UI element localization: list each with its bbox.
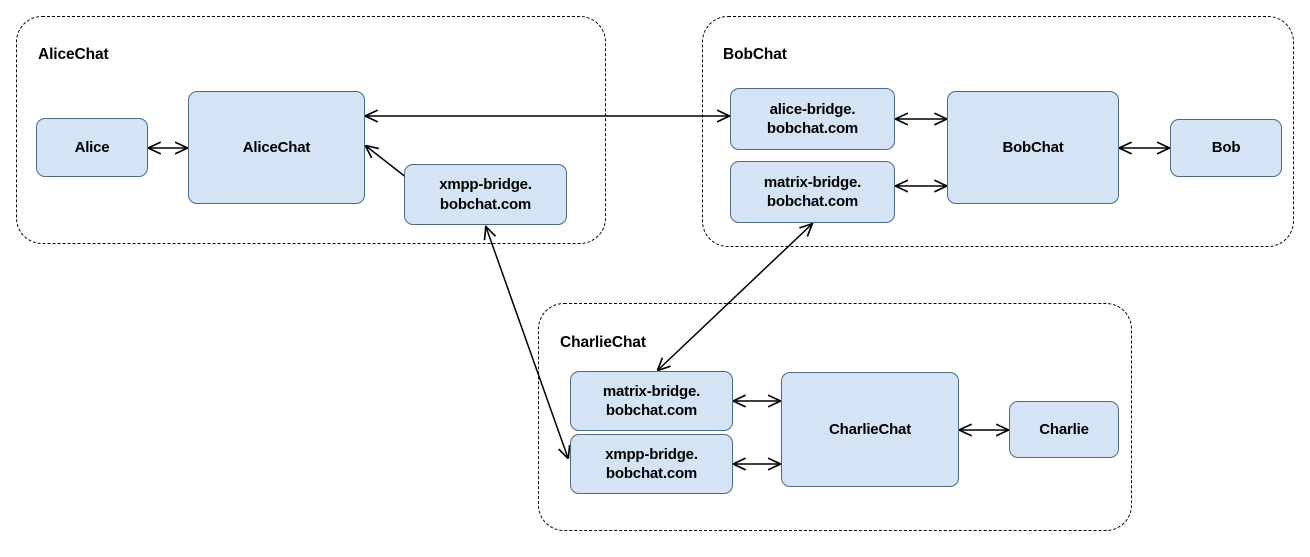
node-charlie-matrix-bridge[interactable]: matrix-bridge. bobchat.com — [570, 371, 733, 431]
node-bobchat-label: BobChat — [1002, 138, 1064, 156]
group-bobchat-label: BobChat — [723, 46, 787, 63]
node-alice[interactable]: Alice — [36, 118, 148, 177]
group-alicechat — [16, 16, 606, 244]
node-bob-alice-bridge-label: alice-bridge. — [769, 100, 856, 118]
node-charlie-label: Charlie — [1039, 420, 1089, 438]
node-charlie-xmpp-bridge[interactable]: xmpp-bridge. bobchat.com — [570, 434, 733, 494]
node-charlie-xmpp-bridge-label: xmpp-bridge. — [605, 445, 698, 463]
node-charliechat[interactable]: CharlieChat — [781, 372, 959, 487]
node-charlie-matrix-bridge-label-line2: bobchat.com — [605, 402, 698, 419]
node-bob-alice-bridge-label-line2: bobchat.com — [766, 120, 859, 137]
group-charliechat-label: CharlieChat — [560, 334, 646, 351]
node-bobchat[interactable]: BobChat — [947, 91, 1119, 204]
node-alice-xmpp-bridge-label-line2: bobchat.com — [439, 195, 532, 213]
node-charlie-xmpp-bridge-label-line2: bobchat.com — [605, 465, 698, 482]
node-bob[interactable]: Bob — [1170, 119, 1282, 177]
node-bob-matrix-bridge[interactable]: matrix-bridge. bobchat.com — [730, 161, 895, 223]
group-alicechat-label: AliceChat — [38, 46, 109, 63]
node-alicechat-label: AliceChat — [242, 138, 311, 156]
node-bob-matrix-bridge-label: matrix-bridge. — [763, 173, 862, 191]
node-charlie[interactable]: Charlie — [1009, 401, 1119, 458]
node-charlie-matrix-bridge-label: matrix-bridge. — [602, 382, 701, 400]
node-alice-label: Alice — [74, 138, 110, 156]
node-alice-xmpp-bridge-label: xmpp-bridge. — [439, 176, 532, 194]
group-bobchat — [702, 16, 1294, 247]
node-bob-alice-bridge[interactable]: alice-bridge. bobchat.com — [730, 88, 895, 150]
group-charliechat — [538, 303, 1132, 531]
node-bob-label: Bob — [1211, 139, 1241, 157]
node-bob-matrix-bridge-label-line2: bobchat.com — [766, 193, 859, 210]
node-alicechat[interactable]: AliceChat — [188, 91, 365, 204]
node-charliechat-label: CharlieChat — [829, 420, 911, 438]
node-alice-xmpp-bridge[interactable]: xmpp-bridge.bobchat.com — [404, 164, 567, 225]
